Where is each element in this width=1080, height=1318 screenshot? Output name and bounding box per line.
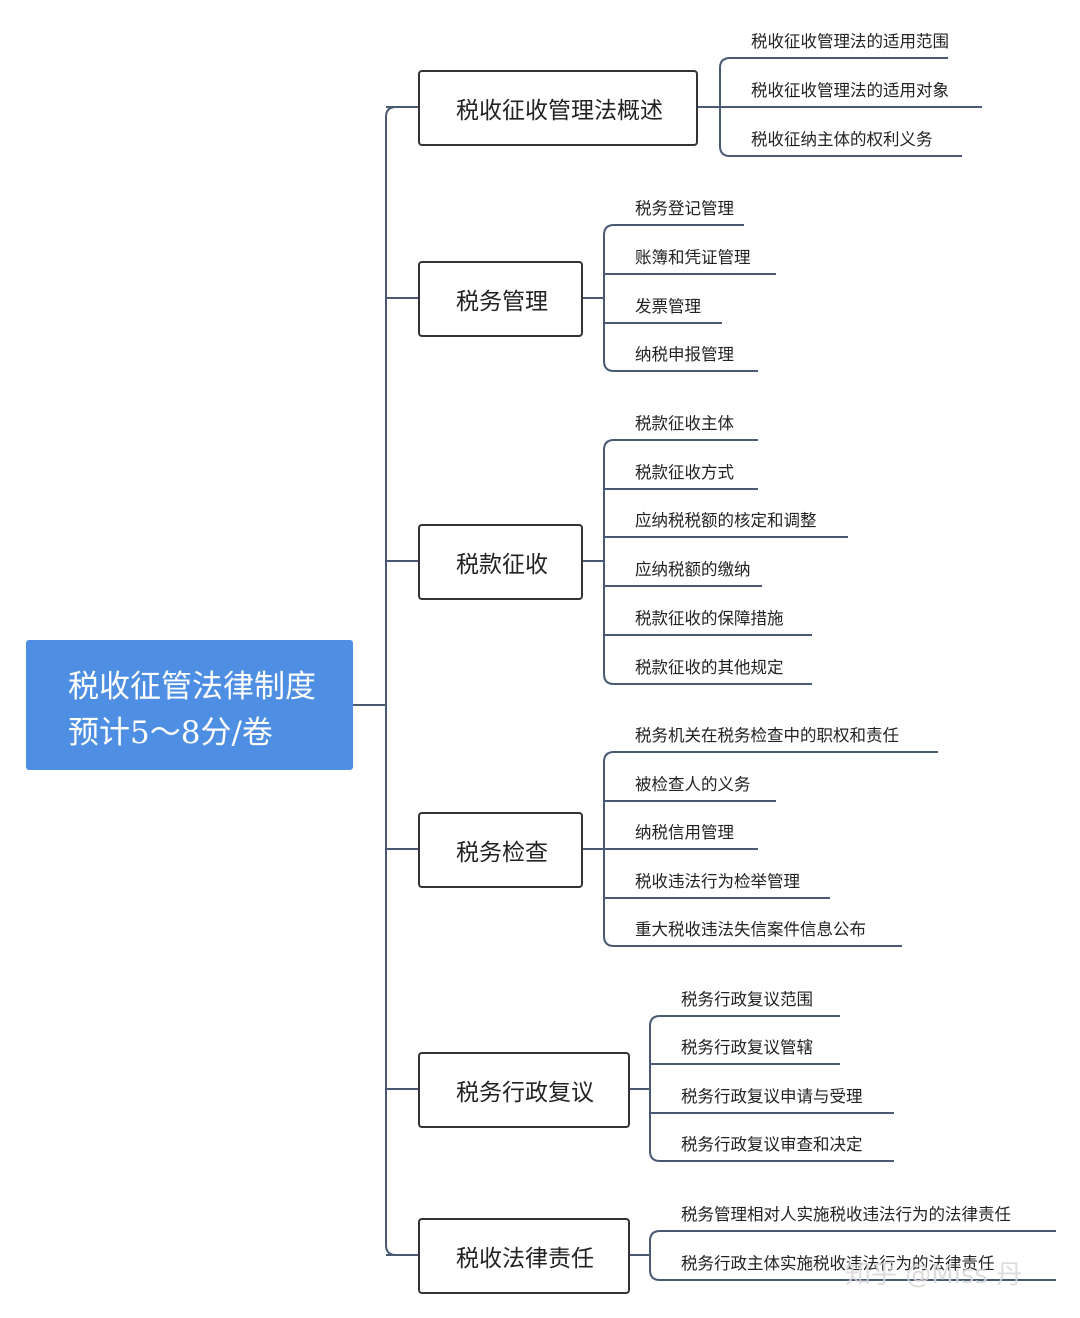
leaf-topic: 税款征收的保障措施 (635, 609, 784, 628)
watermark: 知乎 @Miss 丹 (845, 1260, 1023, 1290)
leaf-topic: 税务行政复议范围 (681, 990, 813, 1009)
leaf-bracket (649, 1015, 661, 1162)
leaf-bracket (649, 1230, 661, 1281)
leaf-topic: 重大税收违法失信案件信息公布 (635, 920, 866, 939)
leaf-topic: 被检查人的义务 (635, 775, 751, 794)
root-node: 税收征管法律制度 预计5～8分/卷 (26, 640, 353, 770)
leaf-topic: 纳税申报管理 (635, 345, 734, 364)
leaf-topic: 税收征收管理法的适用对象 (751, 81, 949, 100)
leaf-topic: 税收征纳主体的权利义务 (751, 130, 933, 149)
leaf-topic: 纳税信用管理 (635, 823, 734, 842)
leaf-topic: 税务行政复议管辖 (681, 1038, 813, 1057)
leaf-topic: 发票管理 (635, 297, 701, 316)
main-spine (385, 106, 397, 1256)
leaf-bracket (603, 439, 615, 685)
leaf-topic: 税务登记管理 (635, 199, 734, 218)
branch-node: 税务行政复议 (418, 1052, 630, 1128)
leaf-topic: 税收违法行为检举管理 (635, 872, 800, 891)
leaf-topic: 税务机关在税务检查中的职权和责任 (635, 726, 899, 745)
branch-node: 税收法律责任 (418, 1218, 630, 1294)
leaf-topic: 税款征收方式 (635, 463, 734, 482)
leaf-bracket (603, 224, 615, 372)
leaf-topic: 税务行政复议审查和决定 (681, 1135, 863, 1154)
leaf-topic: 税务管理相对人实施税收违法行为的法律责任 (681, 1205, 1011, 1224)
leaf-topic: 税款征收主体 (635, 414, 734, 433)
leaf-topic: 应纳税额的缴纳 (635, 560, 751, 579)
root-title: 税收征管法律制度 (68, 669, 316, 705)
leaf-topic: 税务行政复议申请与受理 (681, 1087, 863, 1106)
leaf-topic: 税款征收的其他规定 (635, 658, 784, 677)
branch-node: 税务检查 (418, 812, 583, 888)
leaf-topic: 应纳税税额的核定和调整 (635, 511, 817, 530)
root-subtitle: 预计5～8分/卷 (68, 715, 273, 751)
leaf-topic: 税收征收管理法的适用范围 (751, 32, 949, 51)
branch-node: 税收征收管理法概述 (418, 70, 698, 146)
branch-node: 税款征收 (418, 524, 583, 600)
leaf-topic: 税务行政主体实施税收违法行为的法律责任 (681, 1254, 995, 1273)
branch-node: 税务管理 (418, 261, 583, 337)
leaf-topic: 账簿和凭证管理 (635, 248, 751, 267)
